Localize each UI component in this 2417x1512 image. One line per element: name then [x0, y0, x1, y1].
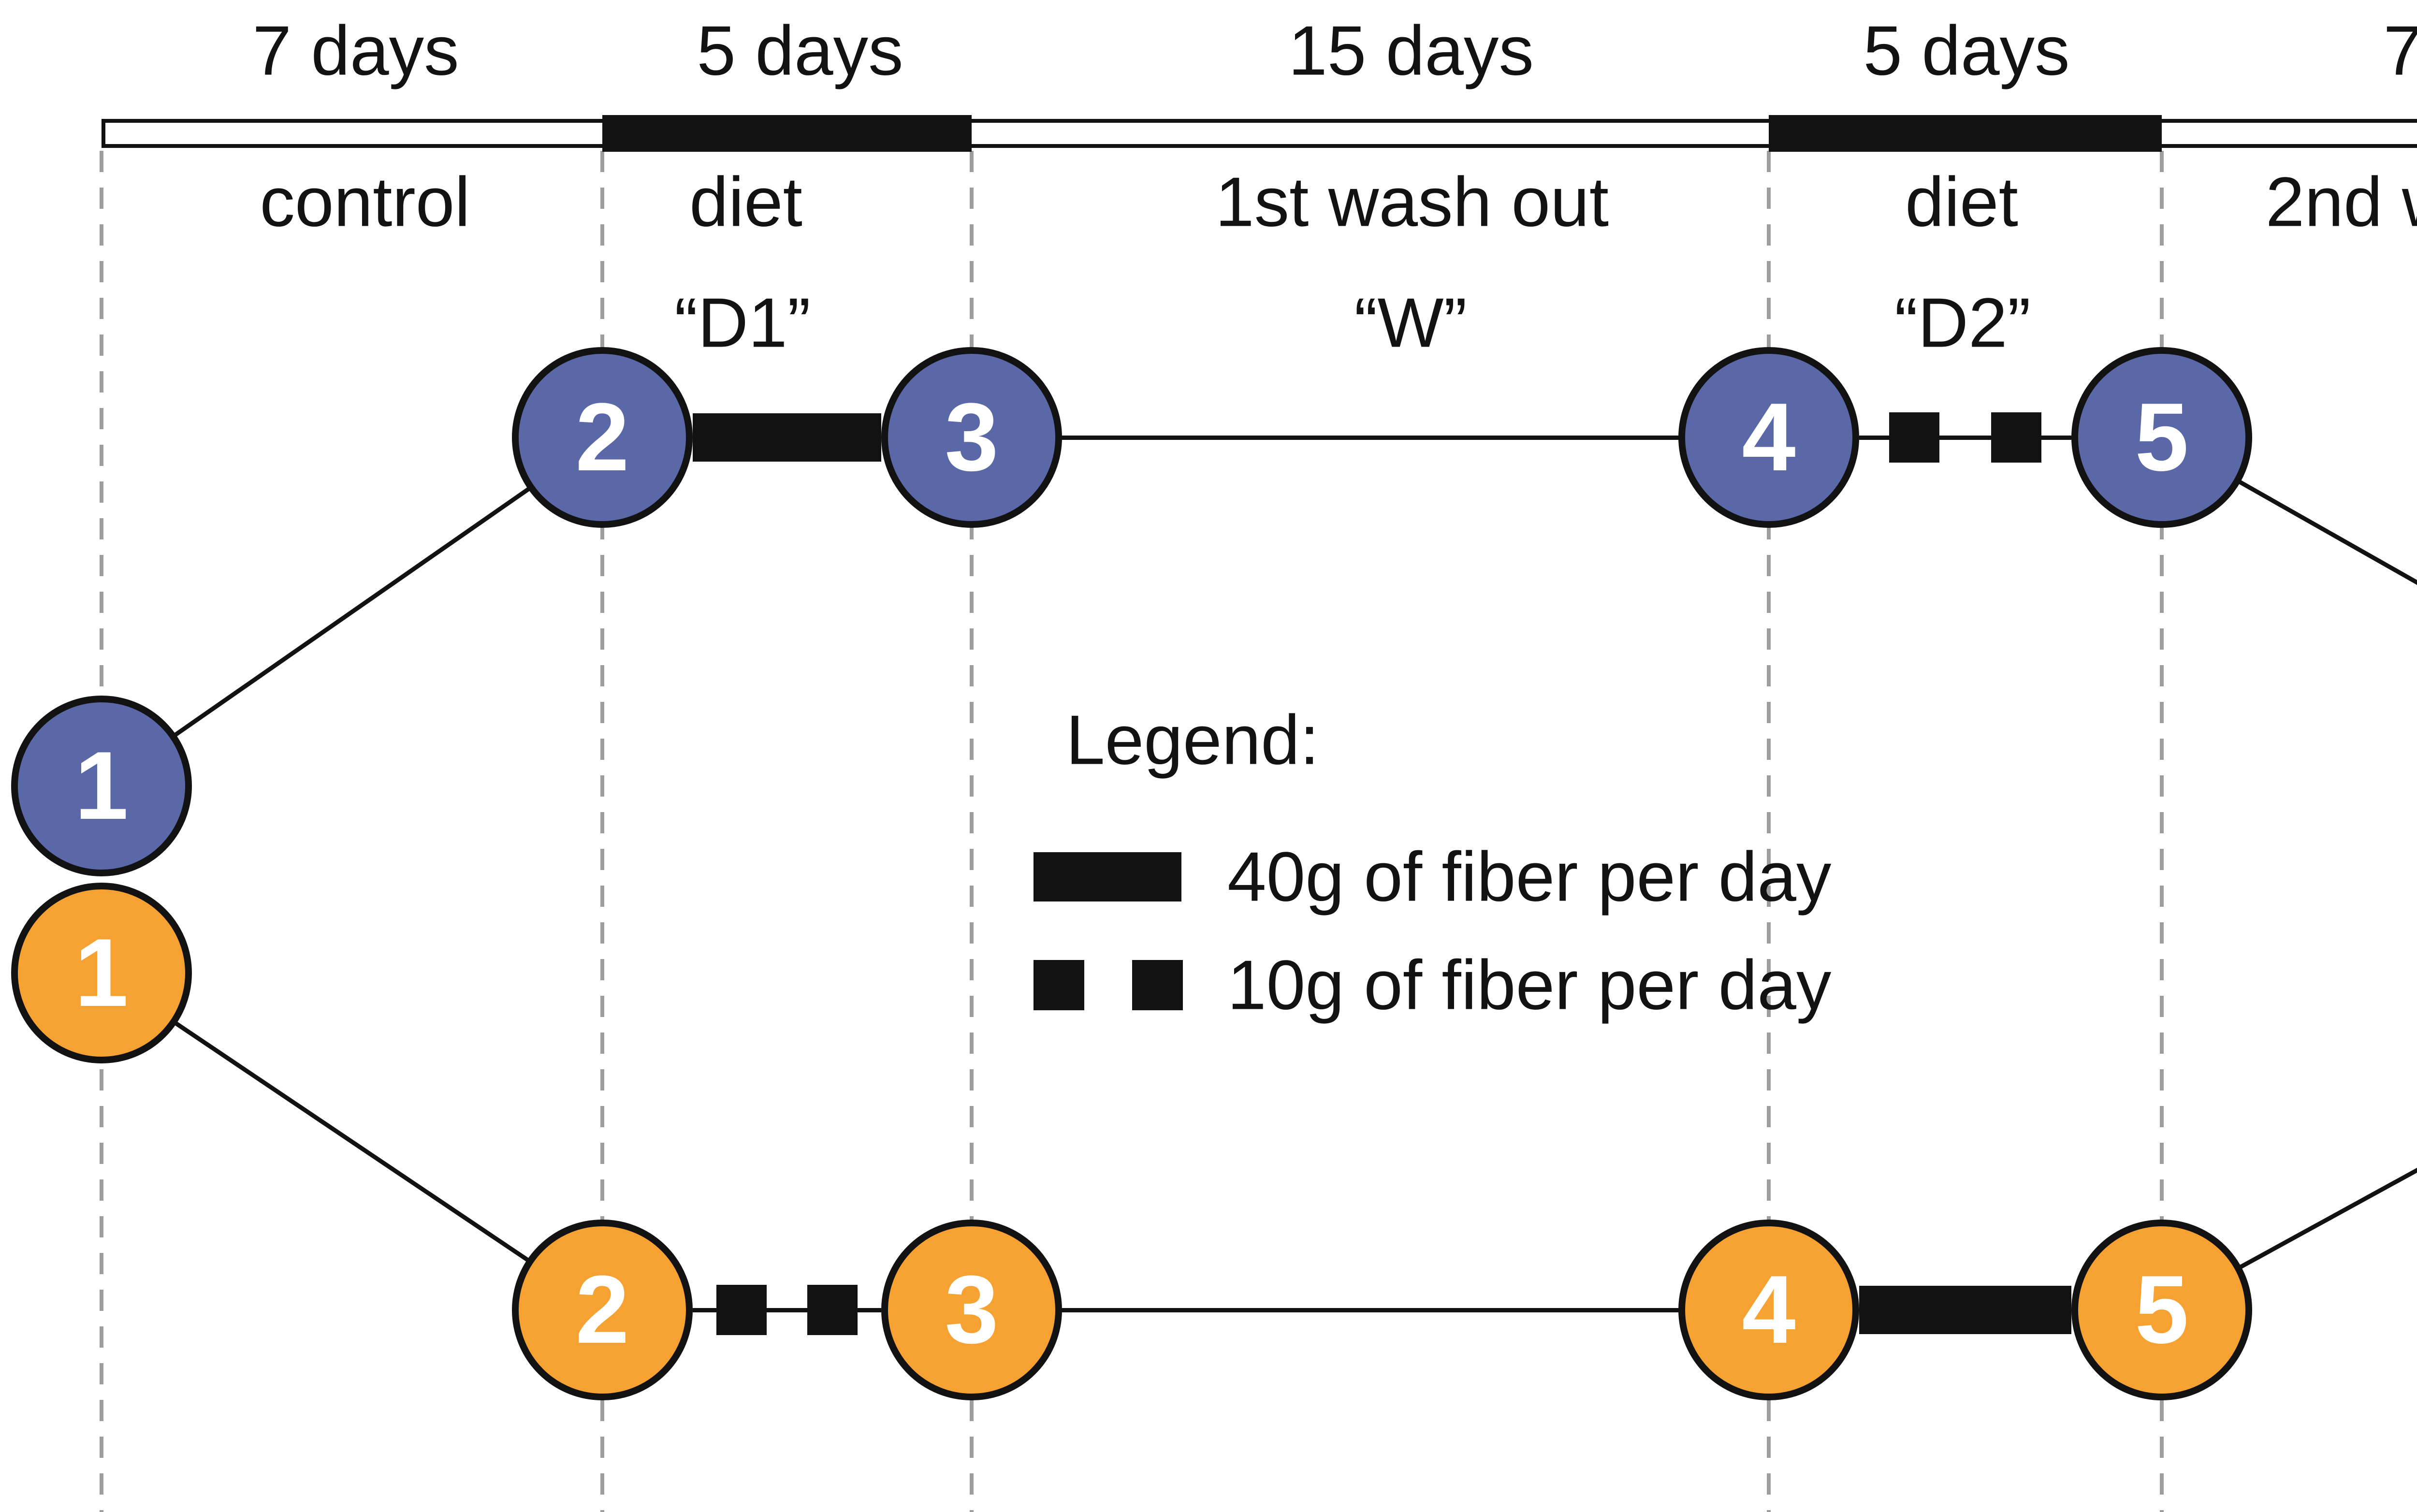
node-number: 1 — [74, 919, 129, 1027]
phase-duration-label: 5 days — [1863, 11, 2070, 90]
node-number: 5 — [2135, 1256, 2189, 1364]
sequence-bottom-edge-10g-square — [716, 1285, 767, 1335]
node-number: 3 — [945, 383, 999, 491]
legend-swatch-10g-square — [1132, 960, 1183, 1010]
timeline-diet-segment-1 — [602, 115, 972, 152]
sequence-bottom-edge-40g-fiber — [1859, 1286, 2071, 1334]
sequence-top-node-4: 4 — [1678, 347, 1859, 528]
legend-item-label: 40g of fiber per day — [1227, 837, 1832, 916]
phase-name-label: 2nd wash out — [2265, 162, 2417, 241]
phase-name-label: control — [260, 162, 470, 241]
sequence-top-edge-40g-fiber — [693, 413, 881, 462]
sequence-top-edge-10g-square — [1889, 412, 1940, 463]
phase-boundary-guide-4 — [1767, 151, 1771, 1512]
node-number: 3 — [945, 1256, 999, 1364]
phase-duration-label: 7 days — [2383, 11, 2417, 90]
node-number: 4 — [1742, 1256, 1796, 1364]
node-number: 2 — [575, 1256, 629, 1364]
legend-swatch-40g — [1034, 852, 1181, 901]
legend-item-label: 10g of fiber per day — [1227, 945, 1832, 1024]
phase-boundary-guide-5 — [2160, 151, 2164, 1512]
sequence-bottom-node-3: 3 — [881, 1220, 1062, 1400]
phase-code-label: “W” — [1354, 283, 1467, 362]
sequence-bottom-node-5: 5 — [2071, 1220, 2252, 1400]
sequence-bottom-edge-plain — [972, 1308, 1769, 1312]
phase-name-label: diet — [1905, 162, 2018, 241]
node-number: 2 — [575, 383, 629, 491]
legend-title: Legend: — [1066, 700, 1320, 779]
timeline-diet-segment-2 — [1769, 115, 2162, 152]
sequence-top-node-3: 3 — [881, 347, 1062, 528]
sequence-top-edge-plain — [972, 435, 1769, 440]
sequence-top-edge-10g-square — [1991, 412, 2041, 463]
phase-duration-label: 15 days — [1288, 11, 1534, 90]
sequence-top-node-1: 1 — [11, 696, 192, 876]
phase-duration-label: 5 days — [697, 11, 903, 90]
sequence-top-node-5: 5 — [2071, 347, 2252, 528]
sequence-bottom-node-4: 4 — [1678, 1220, 1859, 1400]
node-number: 1 — [74, 732, 129, 840]
phase-code-label: “D2” — [1894, 283, 2031, 362]
phase-name-label: diet — [689, 162, 802, 241]
legend-swatch-10g-square — [1034, 960, 1084, 1010]
node-number: 5 — [2135, 383, 2189, 491]
phase-name-label: 1st wash out — [1215, 162, 1609, 241]
sequence-bottom-node-2: 2 — [512, 1220, 693, 1400]
node-number: 4 — [1742, 383, 1796, 491]
phase-duration-label: 7 days — [252, 11, 459, 90]
sequence-bottom-edge-10g-line — [693, 1308, 881, 1312]
phase-boundary-guide-2 — [600, 151, 604, 1512]
sequence-top-edge-10g-line — [1859, 435, 2071, 440]
sequence-top-node-2: 2 — [512, 347, 693, 528]
sequence-bottom-edge-10g-square — [807, 1285, 858, 1335]
phase-boundary-guide-3 — [970, 151, 974, 1512]
sequence-bottom-node-1: 1 — [11, 883, 192, 1063]
phase-code-label: “D1” — [674, 283, 811, 362]
